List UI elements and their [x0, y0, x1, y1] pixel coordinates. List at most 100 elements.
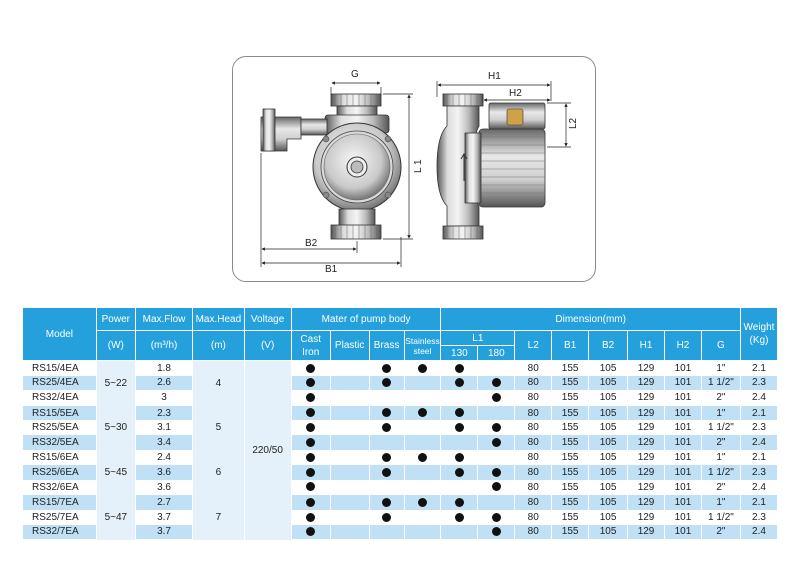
filled-dot-icon	[454, 423, 464, 433]
filled-dot-icon	[454, 498, 464, 507]
cast-iron-cell	[290, 524, 331, 541]
stainless-cell	[403, 479, 442, 496]
b1-cell: 155	[551, 509, 590, 525]
plastic-cell	[329, 465, 370, 480]
model-cell: RS32/6EA	[22, 479, 97, 496]
model-cell: RS25/5EA	[22, 420, 97, 435]
filled-dot-icon	[454, 467, 464, 477]
h2-cell: 101	[664, 360, 702, 376]
filled-dot-icon	[306, 378, 316, 388]
model-cell: RS25/7EA	[22, 509, 97, 525]
h1-cell: 129	[627, 405, 665, 421]
brass-cell	[368, 405, 405, 421]
cast-iron-cell	[290, 420, 331, 435]
l2-cell: 80	[514, 375, 553, 391]
b2-cell: 105	[588, 360, 629, 376]
g-cell: 2"	[700, 390, 741, 406]
max-flow-cell: 3.4	[134, 434, 194, 451]
power-cell: 5~22	[95, 360, 136, 406]
b2-cell: 105	[588, 465, 629, 480]
l1-180-cell	[477, 360, 516, 376]
stainless-cell	[403, 375, 442, 391]
header-b1: B1	[551, 330, 590, 361]
brass-cell	[368, 360, 405, 376]
max-flow-cell: 2.6	[134, 375, 194, 391]
model-cell: RS25/4EA	[22, 375, 97, 391]
filled-dot-icon	[382, 498, 392, 507]
plastic-cell	[329, 509, 370, 525]
max-flow-cell: 3.6	[134, 479, 194, 496]
model-cell: RS15/7EA	[22, 494, 97, 510]
max-head-cell: 7	[192, 494, 245, 540]
b2-cell: 105	[588, 524, 629, 541]
header-max-head: Max.Head	[192, 307, 245, 331]
model-cell: RS15/5EA	[22, 405, 97, 421]
g-cell: 1"	[700, 494, 741, 510]
header-power-unit: (W)	[95, 330, 136, 361]
plastic-cell	[329, 450, 370, 466]
stainless-cell	[403, 390, 442, 406]
l1-130-cell	[440, 390, 479, 406]
l1-130-cell	[440, 509, 479, 525]
b1-cell: 155	[551, 390, 590, 406]
l2-cell: 80	[514, 524, 553, 541]
g-cell: 1 1/2"	[700, 465, 741, 480]
brass-cell	[368, 479, 405, 496]
l1-130-cell	[440, 375, 479, 391]
plastic-cell	[329, 360, 370, 376]
h1-cell: 129	[627, 479, 665, 496]
filled-dot-icon	[382, 378, 392, 388]
weight-cell: 2.1	[739, 360, 779, 376]
filled-dot-icon	[417, 408, 427, 418]
h2-cell: 101	[664, 479, 702, 496]
header-l1-130: 130	[440, 345, 479, 361]
g-cell: 2"	[700, 434, 741, 451]
g-cell: 1"	[700, 360, 741, 376]
stainless-cell	[403, 524, 442, 541]
h1-cell: 129	[627, 420, 665, 435]
cast-iron-cell	[290, 479, 331, 496]
header-l1-180: 180	[477, 345, 516, 361]
l2-cell: 80	[514, 360, 553, 376]
h2-cell: 101	[664, 524, 702, 541]
b2-cell: 105	[588, 390, 629, 406]
b1-cell: 155	[551, 524, 590, 541]
filled-dot-icon	[306, 453, 316, 463]
l1-180-cell	[477, 524, 516, 541]
h2-cell: 101	[664, 465, 702, 480]
filled-dot-icon	[454, 512, 464, 522]
stainless-cell	[403, 420, 442, 435]
max-flow-cell: 1.8	[134, 360, 194, 376]
brass-cell	[368, 465, 405, 480]
plastic-cell	[329, 420, 370, 435]
b2-cell: 105	[588, 434, 629, 451]
cast-iron-cell	[290, 405, 331, 421]
filled-dot-icon	[382, 408, 392, 418]
filled-dot-icon	[306, 408, 316, 418]
header-b2: B2	[588, 330, 629, 361]
header-l2: L2	[514, 330, 553, 361]
header-plastic: Plastic	[329, 330, 370, 361]
h2-cell: 101	[664, 494, 702, 510]
weight-cell: 2.1	[739, 450, 779, 466]
pump-spec-table: Model Power Max.Flow Max.Head Voltage Ma…	[22, 307, 779, 541]
l2-cell: 80	[514, 420, 553, 435]
header-max-flow-unit: (m³/h)	[134, 330, 194, 361]
l1-130-cell	[440, 360, 479, 376]
l1-180-cell	[477, 465, 516, 480]
b1-cell: 155	[551, 479, 590, 496]
brass-cell	[368, 434, 405, 451]
filled-dot-icon	[454, 363, 464, 373]
l1-130-cell	[440, 524, 479, 541]
plastic-cell	[329, 524, 370, 541]
cast-iron-cell	[290, 434, 331, 451]
l2-cell: 80	[514, 465, 553, 480]
b2-cell: 105	[588, 450, 629, 466]
brass-cell	[368, 509, 405, 525]
h2-cell: 101	[664, 509, 702, 525]
b1-cell: 155	[551, 375, 590, 391]
brass-cell	[368, 390, 405, 406]
